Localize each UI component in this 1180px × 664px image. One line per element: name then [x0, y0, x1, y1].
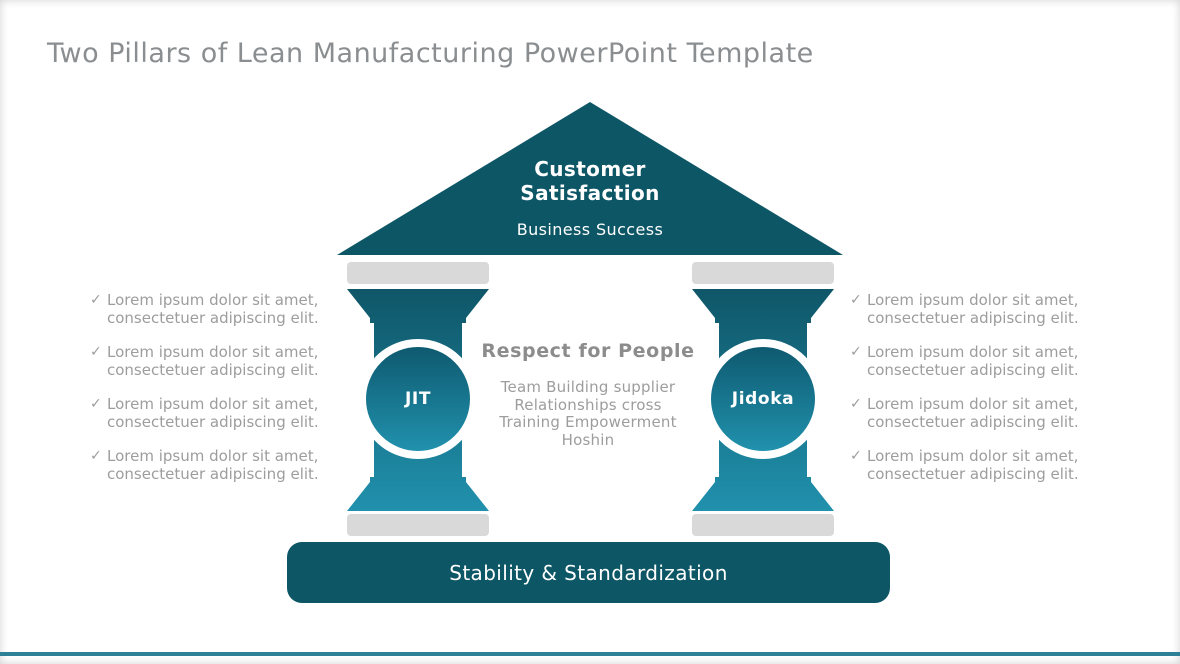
center-line: Training Empowerment [499, 413, 677, 431]
checklist-item: ✓ Lorem ipsum dolor sit amet, consectetu… [90, 343, 322, 379]
pillar-circle-label: Jidoka [731, 389, 795, 409]
pillar-jidoka: Jidoka [692, 0, 834, 664]
pillar-circle-label: JIT [404, 389, 432, 409]
checklist-item: ✓ Lorem ipsum dolor sit amet, consectetu… [850, 447, 1082, 483]
roof-triangle-shape [337, 102, 843, 255]
checklist-item: ✓ Lorem ipsum dolor sit amet, consectetu… [90, 395, 322, 431]
check-icon: ✓ [850, 396, 862, 412]
pillar-circle-jit: JIT [358, 339, 478, 459]
roof-subheading: Business Success [516, 220, 664, 239]
center-description: Team Building supplier Relationships cro… [438, 378, 738, 449]
slide-title: Two Pillars of Lean Manufacturing PowerP… [47, 38, 814, 69]
roof-heading: Customer Satisfaction [520, 157, 660, 205]
check-icon: ✓ [850, 292, 862, 308]
base-bar-label: Stability & Standardization [449, 560, 728, 585]
roof-triangle: Customer Satisfaction Business Success [337, 102, 843, 255]
checklist-right: ✓ Lorem ipsum dolor sit amet, consectetu… [850, 291, 1082, 500]
pillar-capital-top [692, 262, 834, 284]
base-bar: Stability & Standardization [287, 542, 890, 603]
checklist-item-text: Lorem ipsum dolor sit amet, consectetuer… [107, 343, 319, 379]
check-icon: ✓ [90, 448, 102, 464]
center-text-block: Respect for People Team Building supplie… [438, 340, 738, 449]
pillar-circle-jidoka: Jidoka [703, 339, 823, 459]
bottom-accent-line [0, 652, 1180, 656]
center-line: Hoshin [561, 430, 615, 449]
checklist-item-text: Lorem ipsum dolor sit amet, consectetuer… [867, 395, 1079, 431]
roof-text-block: Customer Satisfaction Business Success [337, 157, 843, 239]
checklist-item-text: Lorem ipsum dolor sit amet, consectetuer… [867, 343, 1079, 379]
check-icon: ✓ [90, 292, 102, 308]
checklist-item-text: Lorem ipsum dolor sit amet, consectetuer… [867, 447, 1079, 483]
center-line: Relationships cross [514, 395, 662, 414]
pillar-capital-top [347, 262, 489, 284]
checklist-item-text: Lorem ipsum dolor sit amet, consectetuer… [107, 447, 319, 483]
check-icon: ✓ [850, 448, 862, 464]
checklist-item: ✓ Lorem ipsum dolor sit amet, consectetu… [850, 343, 1082, 379]
checklist-item-text: Lorem ipsum dolor sit amet, consectetuer… [107, 395, 319, 431]
check-icon: ✓ [90, 396, 102, 412]
checklist-item: ✓ Lorem ipsum dolor sit amet, consectetu… [90, 447, 322, 483]
pillar-capital-bottom [347, 514, 489, 536]
center-heading: Respect for People [481, 340, 695, 362]
checklist-item-text: Lorem ipsum dolor sit amet, consectetuer… [107, 291, 319, 327]
center-line: Team Building supplier [500, 378, 676, 396]
checklist-item-text: Lorem ipsum dolor sit amet, consectetuer… [867, 291, 1079, 327]
checklist-item: ✓ Lorem ipsum dolor sit amet, consectetu… [850, 291, 1082, 327]
pillar-jit: JIT [347, 0, 489, 664]
checklist-left: ✓ Lorem ipsum dolor sit amet, consectetu… [90, 291, 322, 500]
pillar-capital-bottom [692, 514, 834, 536]
check-icon: ✓ [90, 344, 102, 360]
check-icon: ✓ [850, 344, 862, 360]
checklist-item: ✓ Lorem ipsum dolor sit amet, consectetu… [850, 395, 1082, 431]
checklist-item: ✓ Lorem ipsum dolor sit amet, consectetu… [90, 291, 322, 327]
